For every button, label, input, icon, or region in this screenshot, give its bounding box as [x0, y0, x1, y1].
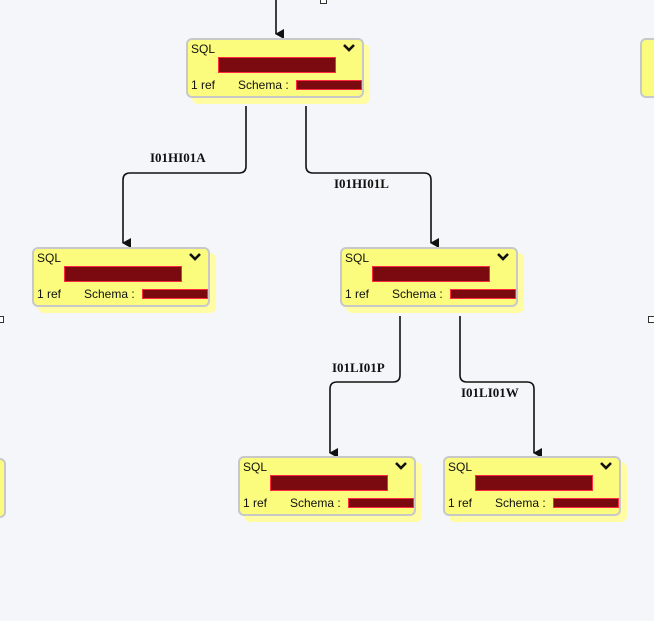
ref-count: 1 ref: [345, 287, 370, 301]
node-type-label: SQL: [37, 251, 62, 265]
ref-count: 1 ref: [37, 287, 62, 301]
schema-label: Schema :: [238, 78, 289, 92]
node-type-label: SQL: [243, 460, 268, 474]
redacted-schema: [553, 498, 619, 508]
edge-i01hi01l: [305, 106, 439, 248]
partial-node-left: [0, 458, 6, 518]
redacted-schema: [450, 289, 516, 299]
edge-label: I01HI01A: [148, 150, 208, 166]
redacted-name: [372, 266, 490, 282]
edge-label: I01HI01L: [332, 176, 391, 192]
redacted-name: [218, 57, 336, 73]
sql-node[interactable]: SQL 1 ref Schema :: [443, 456, 621, 516]
chevron-down-icon[interactable]: [342, 41, 356, 55]
sql-node[interactable]: SQL 1 ref Schema :: [32, 247, 210, 307]
chevron-down-icon[interactable]: [394, 459, 408, 473]
node-type-label: SQL: [191, 42, 216, 56]
chevron-down-icon[interactable]: [496, 250, 510, 264]
sql-node[interactable]: SQL 1 ref Schema :: [238, 456, 416, 516]
redacted-schema: [142, 289, 208, 299]
node-type-label: SQL: [345, 251, 370, 265]
schema-label: Schema :: [392, 287, 443, 301]
edge-i01li01p: [329, 316, 401, 458]
partial-node-right: [640, 38, 654, 98]
selection-handle[interactable]: [320, 0, 327, 4]
schema-label: Schema :: [84, 287, 135, 301]
redacted-name: [64, 266, 182, 282]
edge-i01li01w: [459, 316, 542, 458]
schema-label: Schema :: [495, 496, 546, 510]
sql-node[interactable]: SQL 1 ref Schema :: [186, 38, 364, 98]
edge-label: I01LI01P: [330, 360, 387, 376]
ref-count: 1 ref: [448, 496, 473, 510]
schema-label: Schema :: [290, 496, 341, 510]
redacted-schema: [296, 80, 362, 90]
selection-handle[interactable]: [0, 316, 4, 323]
edge-label: I01LI01W: [459, 385, 521, 401]
node-type-label: SQL: [448, 460, 473, 474]
ref-count: 1 ref: [243, 496, 268, 510]
redacted-schema: [348, 498, 414, 508]
edge-i01hi01a: [122, 106, 247, 248]
ref-count: 1 ref: [191, 78, 216, 92]
chevron-down-icon[interactable]: [599, 459, 613, 473]
chevron-down-icon[interactable]: [188, 250, 202, 264]
sql-node[interactable]: SQL 1 ref Schema :: [340, 247, 518, 307]
selection-handle[interactable]: [648, 316, 654, 323]
redacted-name: [475, 475, 593, 491]
redacted-name: [270, 475, 388, 491]
